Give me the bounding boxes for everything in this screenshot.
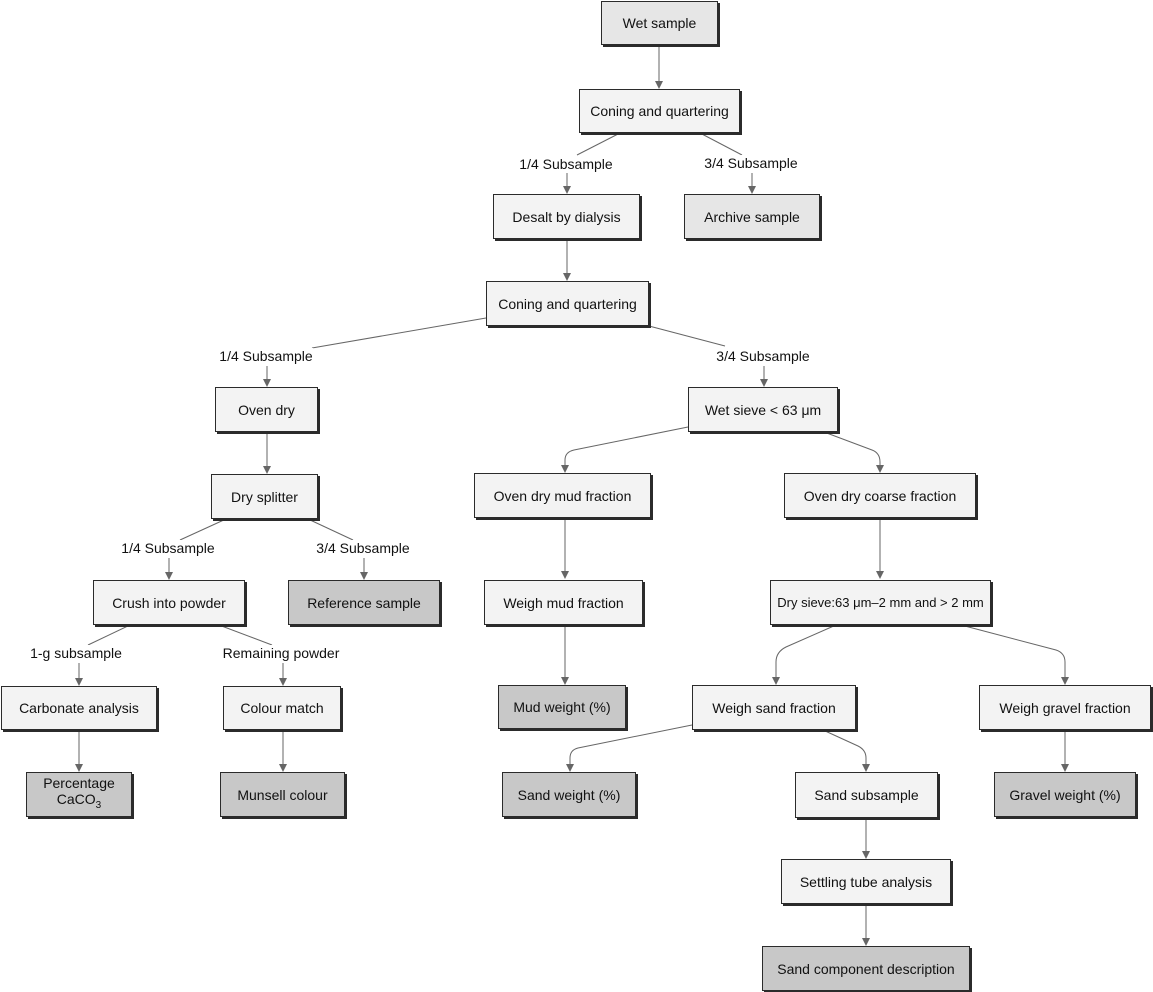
node-munsell-colour: Munsell colour	[220, 772, 345, 817]
node-colour-match: Colour match	[223, 686, 341, 730]
node-mud-weight: Mud weight (%)	[498, 685, 626, 729]
node-weigh-mud-fraction: Weigh mud fraction	[484, 580, 643, 625]
caco-text: CaCO	[56, 791, 96, 808]
edge-label-q3-a: 3/4 Subsample	[703, 155, 799, 171]
node-gravel-weight: Gravel weight (%)	[994, 772, 1136, 817]
node-crush-into-powder: Crush into powder	[93, 580, 245, 625]
edge-coning1-to-q3a	[699, 132, 743, 156]
edge-drysieve-to-weighsand	[772, 624, 837, 685]
node-dry-sieve: Dry sieve:63 μm–2 mm and > 2 mm	[770, 580, 991, 625]
node-wet-sieve: Wet sieve < 63 μm	[688, 387, 838, 432]
edge-label-one-g: 1-g subsample	[29, 645, 123, 661]
edge-coning2-to-q1b	[311, 317, 487, 349]
edge-weighsand-to-sandweight	[566, 724, 693, 772]
node-coning-and-quartering-1: Coning and quartering	[579, 89, 740, 133]
node-sand-component-description: Sand component description	[762, 946, 970, 991]
node-settling-tube-analysis: Settling tube analysis	[781, 859, 951, 904]
edge-label-remaining: Remaining powder	[221, 645, 341, 661]
edge-drysieve-to-weighgravel	[960, 624, 1069, 685]
edge-wetsieve-to-ovencoarse	[823, 431, 884, 473]
node-sand-subsample: Sand subsample	[795, 772, 938, 818]
node-dry-splitter: Dry splitter	[211, 474, 318, 519]
node-oven-dry-mud-fraction: Oven dry mud fraction	[474, 473, 651, 518]
edge-label-q1-c: 1/4 Subsample	[120, 540, 216, 556]
edge-label-q1-b: 1/4 Subsample	[218, 348, 314, 364]
node-archive-sample: Archive sample	[684, 194, 820, 239]
edge-crush-to-1g	[87, 624, 131, 646]
edge-label-q1-a: 1/4 Subsample	[518, 156, 614, 172]
percentage-line-1: Percentage	[43, 775, 115, 792]
node-coning-and-quartering-2: Coning and quartering	[486, 281, 649, 326]
node-weigh-gravel-fraction: Weigh gravel fraction	[979, 685, 1151, 730]
node-carbonate-analysis: Carbonate analysis	[1, 686, 157, 730]
edge-splitter-to-q3c	[307, 518, 354, 541]
edge-wetsieve-to-ovenmud	[561, 426, 689, 473]
edge-weighsand-to-sandsub	[822, 729, 870, 772]
edge-coning1-to-q1a	[576, 132, 621, 156]
node-oven-dry-coarse-fraction: Oven dry coarse fraction	[784, 473, 976, 518]
edge-splitter-to-q1c	[179, 518, 227, 541]
node-sand-weight: Sand weight (%)	[502, 772, 636, 817]
node-weigh-sand-fraction: Weigh sand fraction	[692, 685, 856, 730]
node-oven-dry: Oven dry	[215, 387, 318, 432]
node-wet-sample: Wet sample	[601, 1, 718, 45]
node-percentage-caco3: Percentage CaCO3	[26, 772, 132, 817]
caco-subscript: 3	[95, 799, 102, 811]
edge-label-q3-c: 3/4 Subsample	[315, 540, 411, 556]
edge-crush-to-remaining	[218, 624, 273, 646]
edge-coning2-to-q3b	[648, 325, 726, 347]
edge-label-q3-b: 3/4 Subsample	[715, 348, 811, 364]
node-reference-sample: Reference sample	[288, 580, 440, 625]
percentage-line-2: CaCO3	[57, 791, 101, 814]
node-desalt-by-dialysis: Desalt by dialysis	[493, 194, 640, 239]
